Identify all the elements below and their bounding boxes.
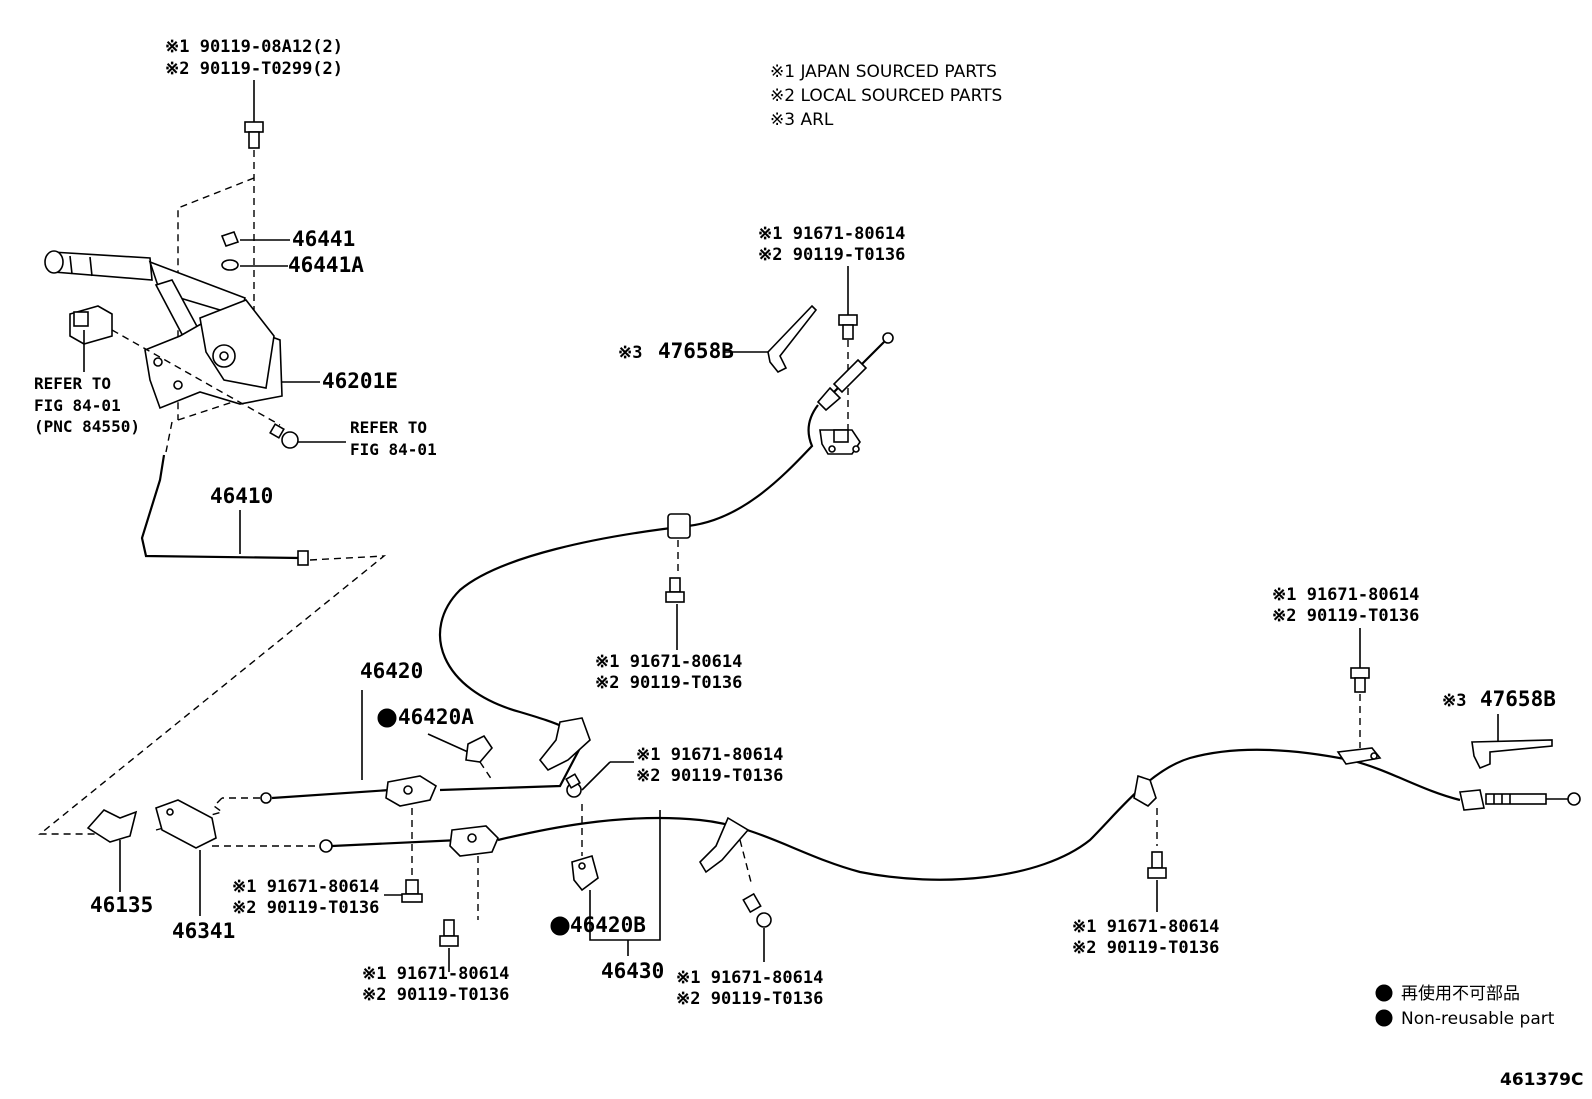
clip-46441A: 46441A [221, 253, 364, 277]
bolt-callout-g: ※1 91671-80614 ※2 90119-T0136 [1072, 851, 1219, 958]
bolt-callout-d: ※1 91671-80614 ※2 90119-T0136 [232, 877, 423, 918]
refer-mid-line-1: REFER TO [350, 418, 427, 437]
upper-cable-end [816, 332, 894, 455]
non-reusable-jp-label: 再使用不可部品 [1401, 983, 1520, 1004]
bolt-d-label-1: ※1 91671-80614 [232, 877, 379, 897]
refer-left-line-3: (PNC 84550) [34, 417, 140, 436]
bolt-b-label-1: ※1 91671-80614 [595, 652, 742, 672]
intermediate-cable [438, 404, 819, 792]
non-reusable-dot-icon [377, 708, 397, 728]
non-reusable-en-label: Non-reusable part [1401, 1009, 1555, 1029]
bolt-callout-b: ※1 91671-80614 ※2 90119-T0136 [595, 577, 742, 693]
non-reusable-dot-icon [550, 916, 570, 936]
bolt-icon [742, 892, 772, 928]
label-46420: 46420 [360, 659, 423, 683]
cable-46430 [212, 748, 1461, 920]
non-reusable-legend: 再使用不可部品 Non-reusable part [1375, 983, 1555, 1029]
bolt-h-label-2: ※2 90119-T0136 [1272, 606, 1419, 626]
bolt-icon [401, 879, 423, 903]
label-46430: 46430 [601, 959, 664, 983]
refer-mid-line-2: FIG 84-01 [350, 440, 437, 459]
cable-bracket-mid [538, 717, 634, 798]
bolt-icon [244, 121, 264, 149]
label-46420A: 46420A [398, 705, 474, 729]
part-46135: 46135 [86, 809, 153, 917]
label-46135: 46135 [90, 893, 153, 917]
clip-46420B [571, 804, 599, 892]
cable-grommet-right [1133, 774, 1158, 846]
bolt-c-label-2: ※2 90119-T0136 [636, 766, 783, 786]
cable-bracket-lower [698, 816, 753, 887]
label-46441: 46441 [292, 227, 355, 251]
label-47658B-right: 47658B [1480, 687, 1556, 711]
front-cable-46410: 46410 [140, 421, 309, 566]
clamp-47658B-right: ※3 47658B [1442, 687, 1556, 770]
cable-grommet [667, 513, 691, 539]
cable-46430-callout: 46420B 46430 [550, 810, 664, 983]
label-46410: 46410 [210, 484, 273, 508]
label-46441A: 46441A [288, 253, 364, 277]
cable-46420 [155, 775, 438, 878]
bolt-callout-f: ※1 91671-80614 ※2 90119-T0136 [676, 892, 823, 1009]
bolt-g-label-2: ※2 90119-T0136 [1072, 938, 1219, 958]
cable-46420-callout: 46420 46420A [360, 659, 494, 781]
bolt-c-label-1: ※1 91671-80614 [636, 745, 783, 765]
bolt-b-label-2: ※2 90119-T0136 [595, 673, 742, 693]
refer-left-callout: REFER TO FIG 84-01 (PNC 84550) [34, 374, 140, 436]
legend-note-3: ※3 ARL [770, 110, 834, 130]
bolt-e-label-2: ※2 90119-T0136 [362, 985, 509, 1005]
refer-mid-callout: REFER TO FIG 84-01 [269, 418, 437, 459]
bolt-icon [269, 423, 299, 449]
part-46341: 46341 [155, 799, 235, 943]
bolt-callout-c: ※1 91671-80614 ※2 90119-T0136 [636, 745, 783, 786]
top-bolt-callout: ※1 90119-08A12(2) ※2 90119-T0299(2) [165, 37, 343, 335]
bolt-icon [838, 314, 858, 340]
bolt-callout-e: ※1 91671-80614 ※2 90119-T0136 [362, 919, 509, 1005]
bolt-f-label-2: ※2 90119-T0136 [676, 989, 823, 1009]
clip-46420A [465, 734, 494, 763]
legend-notes: ※1 JAPAN SOURCED PARTS ※2 LOCAL SOURCED … [770, 62, 1002, 130]
label-47658B-right-mark: ※3 [1442, 691, 1466, 711]
bolt-icon [665, 577, 685, 603]
rear-cable-end [1459, 789, 1581, 811]
bolt-top-label-1: ※1 90119-08A12(2) [165, 37, 343, 57]
clamp-47658B-top: ※3 47658B [618, 304, 818, 374]
bolt-f-label-1: ※1 91671-80614 [676, 968, 823, 988]
bolt-g-label-1: ※1 91671-80614 [1072, 917, 1219, 937]
label-46420B: 46420B [570, 913, 646, 937]
bolt-e-label-1: ※1 91671-80614 [362, 964, 509, 984]
bolt-callout-a: ※1 91671-80614 ※2 90119-T0136 [758, 224, 905, 430]
refer-left-line-2: FIG 84-01 [34, 396, 121, 415]
refer-left-line-1: REFER TO [34, 374, 111, 393]
parking-brake-lever-assembly [44, 177, 283, 426]
label-47658B-top-mark: ※3 [618, 343, 642, 363]
lever-46201E-callout: 46201E [282, 369, 398, 393]
bolt-callout-h: ※1 91671-80614 ※2 90119-T0136 [1272, 585, 1419, 765]
label-47658B-top: 47658B [658, 339, 734, 363]
legend-note-2: ※2 LOCAL SOURCED PARTS [770, 86, 1002, 106]
legend-note-1: ※1 JAPAN SOURCED PARTS [770, 62, 997, 82]
bolt-h-label-1: ※1 91671-80614 [1272, 585, 1419, 605]
bolt-d-label-2: ※2 90119-T0136 [232, 898, 379, 918]
non-reusable-dot-icon [1375, 984, 1393, 1002]
assembly-outline [38, 555, 387, 835]
bolt-a-label-1: ※1 91671-80614 [758, 224, 905, 244]
label-46201E: 46201E [322, 369, 398, 393]
bolt-a-label-2: ※2 90119-T0136 [758, 245, 905, 265]
bolt-icon [439, 919, 459, 947]
non-reusable-dot-icon [1375, 1009, 1393, 1027]
figure-code: 461379C [1500, 1070, 1583, 1090]
clip-46441: 46441 [220, 227, 355, 251]
bolt-icon [1350, 667, 1370, 693]
bolt-icon [1147, 851, 1167, 879]
label-46341: 46341 [172, 919, 235, 943]
bolt-top-label-2: ※2 90119-T0299(2) [165, 59, 343, 79]
